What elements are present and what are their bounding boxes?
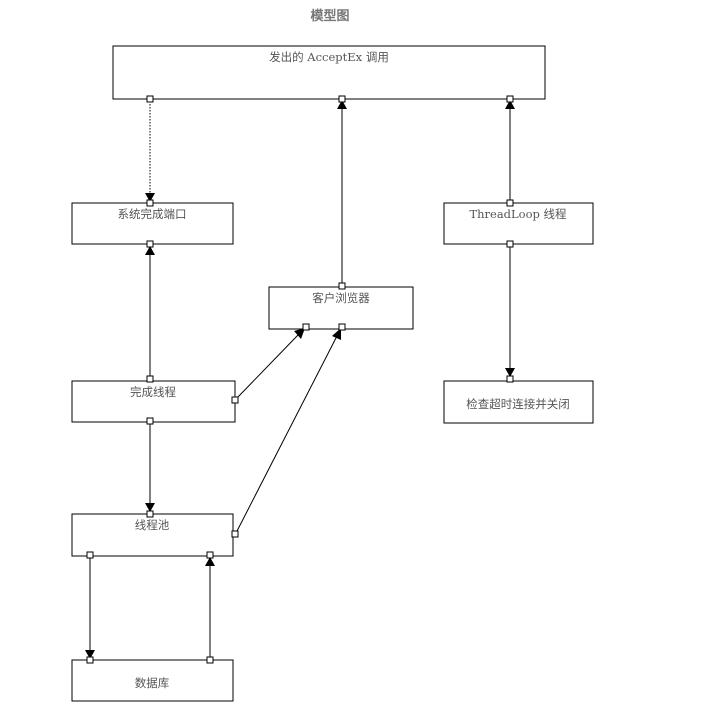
port <box>146 510 154 518</box>
node-timeout-label: 检查超时连接并关闭 <box>466 397 570 411</box>
edge-accept-to-iocp <box>145 101 155 202</box>
edge-threadloop-to-timeout <box>505 247 515 377</box>
edges <box>85 100 515 659</box>
node-iocp-label: 系统完成端口 <box>118 207 187 221</box>
edge-browser-to-accept <box>337 100 347 285</box>
node-iocp: 系统完成端口 <box>71 202 234 245</box>
node-timeout: 检查超时连接并关闭 <box>443 380 594 424</box>
edge-threadloop-to-accept <box>505 100 515 200</box>
node-threadloop: ThreadLoop 线程 <box>443 202 594 245</box>
port <box>146 199 154 207</box>
port <box>206 551 214 559</box>
node-database: 数据库 <box>71 659 234 702</box>
edge-completion-to-pool <box>145 424 155 512</box>
edge-database-to-pool <box>205 557 215 658</box>
edge-completion-to-browser <box>236 328 305 399</box>
node-pool-label: 线程池 <box>135 518 170 532</box>
port <box>86 551 94 559</box>
edge-pool-to-browser <box>235 328 341 534</box>
port <box>506 240 514 248</box>
connection-ports <box>86 95 514 664</box>
node-accept-label: 发出的 AcceptEx 调用 <box>269 50 389 64</box>
port <box>86 656 94 664</box>
node-completion: 完成线程 <box>71 380 236 423</box>
diagram-title: 模型图 <box>310 8 349 24</box>
node-completion-label: 完成线程 <box>130 385 176 399</box>
node-accept: 发出的 AcceptEx 调用 <box>112 45 546 100</box>
port <box>506 375 514 383</box>
port <box>231 396 239 404</box>
port <box>146 417 154 425</box>
port <box>146 375 154 383</box>
port <box>302 323 310 331</box>
port <box>231 530 239 538</box>
port <box>506 95 514 103</box>
port <box>506 199 514 207</box>
port <box>338 282 346 290</box>
port <box>338 95 346 103</box>
port <box>338 323 346 331</box>
port <box>146 95 154 103</box>
edge-pool-to-database <box>85 558 95 659</box>
node-pool: 线程池 <box>71 513 234 557</box>
port <box>146 240 154 248</box>
node-browser-label: 客户浏览器 <box>312 291 370 305</box>
node-browser: 客户浏览器 <box>268 286 414 330</box>
node-database-label: 数据库 <box>135 676 170 690</box>
port <box>206 656 214 664</box>
edge-completion-to-iocp <box>145 246 155 377</box>
node-threadloop-label: ThreadLoop 线程 <box>469 207 567 221</box>
